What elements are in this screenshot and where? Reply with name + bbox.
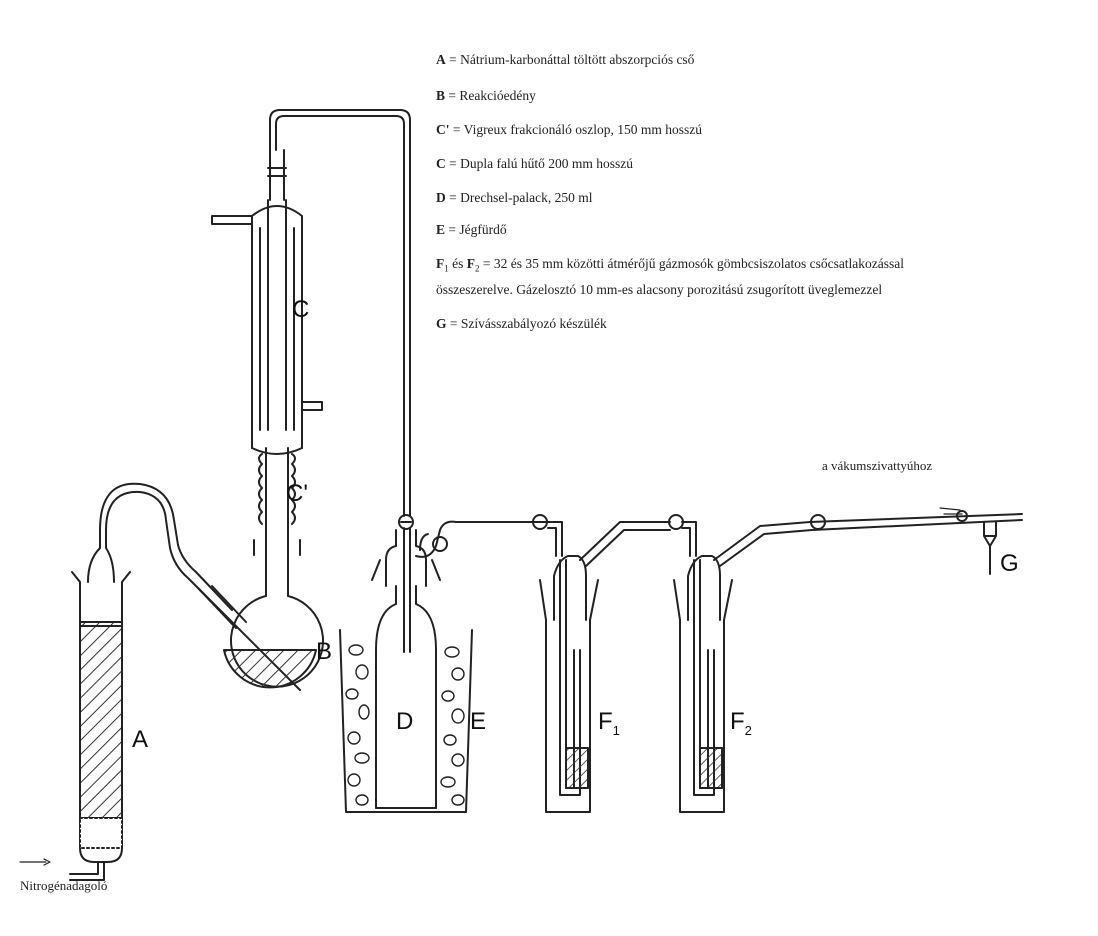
gas-washer-f1 <box>532 514 599 813</box>
legend-item-a: A = Nátrium-karbonáttal töltött abszorpc… <box>436 52 695 67</box>
condenser-c <box>211 109 411 517</box>
reaction-flask-b <box>223 559 324 689</box>
legend-item-d: D = Drechsel-palack, 250 ml <box>436 190 593 205</box>
label-b: B <box>316 638 333 665</box>
label-c-prime: C' <box>286 480 308 507</box>
label-f1: F1 <box>598 708 620 738</box>
legend-item-c-prime: C' = Vigreux frakcionáló oszlop, 150 mm … <box>436 122 703 137</box>
legend-item-f: F1 és F2 = 32 és 35 mm közötti átmérőjű … <box>436 256 905 274</box>
legend-item-g: G = Szívásszabályozó készülék <box>436 316 607 331</box>
label-a: A <box>132 726 149 753</box>
drechsel-bottle-d <box>371 514 547 809</box>
absorption-tube-a <box>19 529 131 881</box>
connector-tube-f1-f2 <box>579 514 697 567</box>
label-e: E <box>470 708 487 735</box>
label-f2: F2 <box>730 708 752 738</box>
legend-item-b: B = Reakcióedény <box>436 88 536 103</box>
connector-tube-vacuum <box>713 507 1023 575</box>
legend-item-e: E = Jégfürdő <box>436 222 507 237</box>
legend-item-c: C = Dupla falú hűtő 200 mm hosszú <box>436 156 633 171</box>
vigreux-column-c-prime <box>253 447 301 561</box>
label-g: G <box>1000 550 1019 577</box>
gas-washer-f2 <box>673 555 733 813</box>
nitrogen-inlet-note: Nitrogénadagoló <box>20 878 108 893</box>
vacuum-pump-note: a vákumszivattyúhoz <box>822 458 933 473</box>
ice-bath-e <box>339 629 473 813</box>
label-c: C <box>292 296 310 323</box>
label-d: D <box>396 708 414 735</box>
legend-item-f-continued: összeszerelve. Gázelosztó 10 mm-es alacs… <box>436 282 883 297</box>
